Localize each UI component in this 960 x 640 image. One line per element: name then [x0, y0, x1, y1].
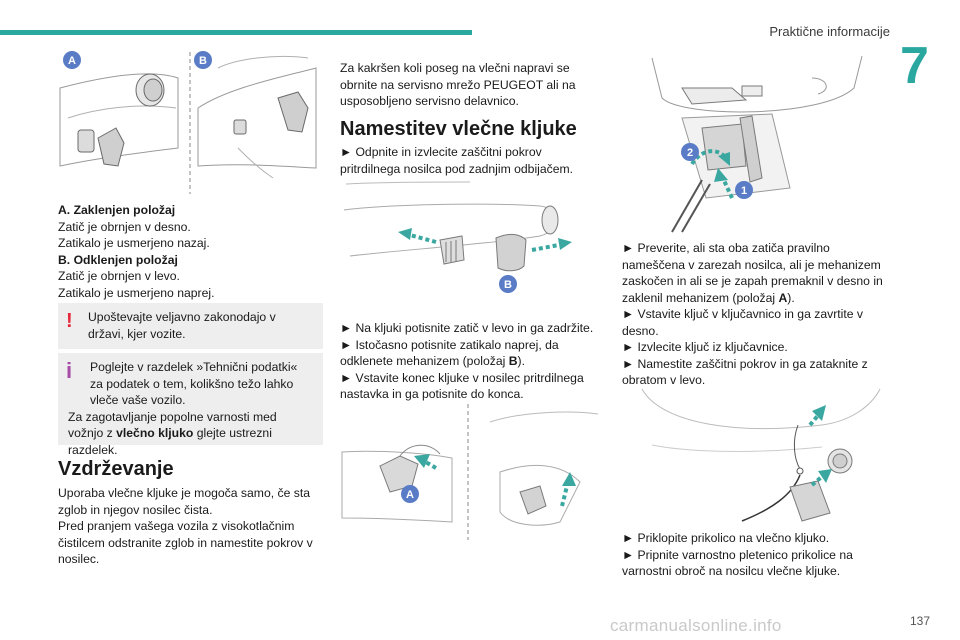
trailer-step1: ► Priklopite prikolico na vlečno kljuko.	[622, 531, 830, 545]
figure-unlock-hitch: B	[340, 180, 602, 295]
watermark: carmanualsonline.info	[610, 616, 782, 635]
figure-trailer-cable	[622, 385, 884, 525]
badge-b: B	[194, 51, 212, 69]
svg-text:A: A	[68, 55, 76, 67]
info-callout: i Poglejte v razdelek »Tehnični podatki«…	[58, 353, 323, 457]
figure-insert-hitch: A	[340, 402, 602, 542]
check-step2: ► Vstavite ključ v ključavnico in ga zav…	[622, 307, 864, 338]
position-b-line1: Zatič je obrnjen v levo.	[58, 269, 180, 283]
lock-position-description: A. Zaklenjen položaj Zatič je obrnjen v …	[58, 202, 323, 301]
chapter-number: 7	[900, 37, 929, 95]
svg-text:B: B	[504, 279, 512, 291]
maintenance-text: Uporaba vlečne kljuke je mogoča samo, če…	[58, 485, 323, 568]
maintenance-line1: Uporaba vlečne kljuke je mogoča samo, če…	[58, 486, 311, 517]
svg-text:1: 1	[741, 185, 747, 197]
info-text-1: Poglejte v razdelek »Tehnični podatki« z…	[90, 360, 298, 407]
position-a-line2: Zatikalo je usmerjeno nazaj.	[58, 236, 210, 250]
info-icon: i	[66, 358, 73, 383]
service-intro: Za kakršen koli poseg na vlečni napravi …	[340, 61, 576, 108]
badge-a: A	[401, 485, 419, 503]
badge-1: 1	[735, 181, 753, 199]
header-accent-bar	[0, 30, 472, 35]
trailer-step2: ► Pripnite varnostno pletenico prikolice…	[622, 547, 853, 579]
check-steps: ► Preverite, ali sta oba zatiča pravilno…	[622, 240, 884, 389]
badge-a: A	[63, 51, 81, 69]
install-step2: ► Na kljuki potisnite zatič v levo in ga…	[340, 321, 594, 335]
trailer-steps: ► Priklopite prikolico na vlečno kljuko.…	[622, 530, 884, 580]
warning-text: Upoštevajte veljavno zakonodajo v državi…	[88, 310, 276, 341]
check-step3: ► Izvlecite ključ iz ključavnice.	[622, 340, 788, 354]
warning-icon: !	[66, 310, 73, 332]
svg-text:A: A	[406, 489, 414, 501]
figure-key-lock: 2 1	[622, 48, 884, 238]
install-steps-2-4: ► Na kljuki potisnite zatič v levo in ga…	[340, 320, 602, 403]
install-step4: ► Vstavite konec kljuke v nosilec pritrd…	[340, 370, 584, 402]
info-text-2: Za zagotavljanje popolne varnosti med vo…	[68, 409, 277, 457]
badge-b: B	[499, 275, 517, 293]
section-title: Praktične informacije	[769, 24, 890, 39]
svg-text:2: 2	[687, 147, 693, 159]
maintenance-heading: Vzdrževanje	[58, 458, 174, 480]
position-a-line1: Zatič je obrnjen v desno.	[58, 219, 191, 234]
install-step1: ► Odpnite in izvlecite zaščitni pokrov p…	[340, 145, 574, 176]
figure-lock-positions: A B	[58, 48, 320, 198]
install-step3: ► Istočasno potisnite zatikalo naprej, d…	[340, 337, 559, 369]
install-heading: Namestitev vlečne kljuke	[340, 118, 577, 140]
maintenance-line2: Pred pranjem vašega vozila z visokotlačn…	[58, 519, 313, 566]
page-number: 137	[909, 614, 930, 628]
check-step4: ► Namestite zaščitni pokrov in ga zatakn…	[622, 356, 868, 388]
check-step1: ► Preverite, ali sta oba zatiča pravilno…	[622, 241, 883, 305]
svg-text:B: B	[199, 55, 207, 67]
position-a-title: A. Zaklenjen položaj	[58, 203, 176, 217]
position-b-line2: Zatikalo je usmerjeno naprej.	[58, 285, 215, 300]
position-b-title: B. Odklenjen položaj	[58, 252, 178, 267]
warning-callout: ! Upoštevajte veljavno zakonodajo v drža…	[58, 303, 323, 349]
badge-2: 2	[681, 143, 699, 161]
